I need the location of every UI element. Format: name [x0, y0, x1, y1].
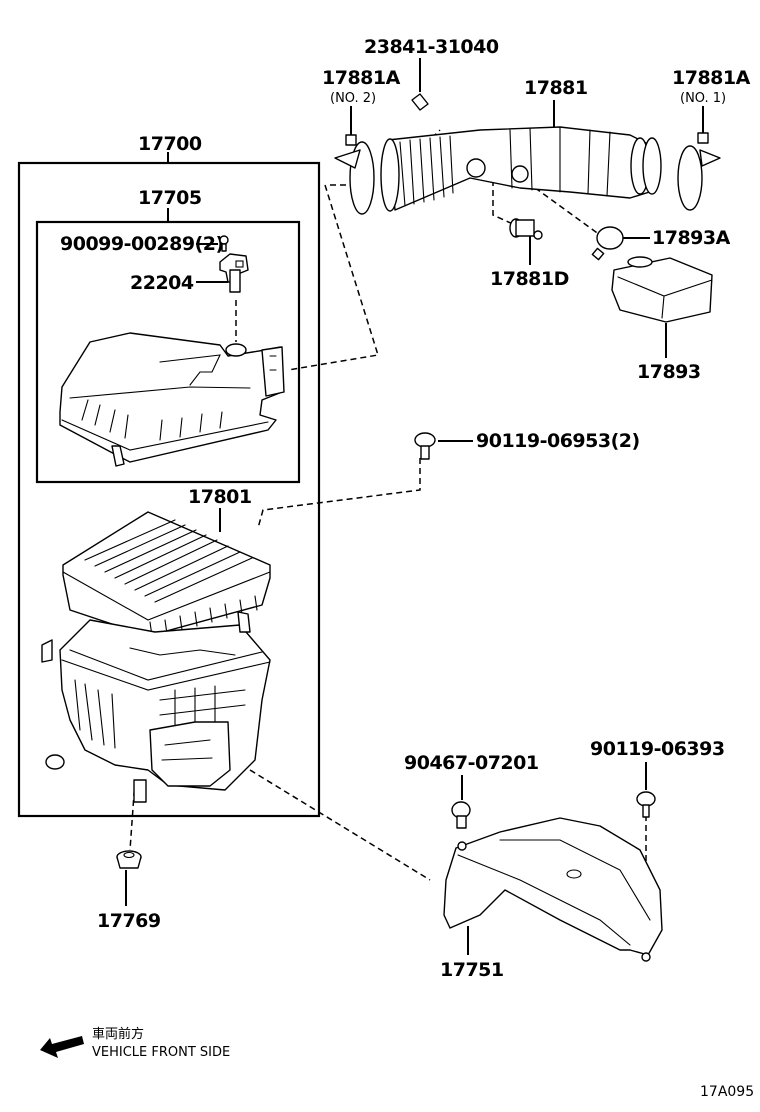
label-17700[interactable]: 17700	[138, 133, 202, 155]
sensor-22204[interactable]	[219, 253, 249, 293]
resonator-clamp[interactable]	[591, 226, 624, 261]
bolt-90119-06953[interactable]	[414, 432, 436, 460]
label-22204[interactable]: 22204	[130, 272, 194, 294]
bolt-90119-06393[interactable]	[636, 791, 656, 818]
screw-90099-00289[interactable]	[219, 235, 229, 252]
label-90467-07201[interactable]: 90467-07201	[404, 752, 539, 774]
bolt-90467-07201[interactable]	[451, 801, 471, 829]
label-17881A-no1-sub: (NO. 1)	[680, 91, 726, 106]
label-90119-06953[interactable]: 90119-06953(2)	[476, 430, 640, 452]
label-17881A-no1[interactable]: 17881A	[672, 67, 751, 89]
label-17801[interactable]: 17801	[188, 486, 252, 508]
leader-lines	[125, 58, 704, 955]
label-17893A[interactable]: 17893A	[652, 227, 731, 249]
label-17751[interactable]: 17751	[440, 959, 504, 981]
air-cleaner-case[interactable]	[41, 611, 271, 803]
label-17881A-no2-sub: (NO. 2)	[330, 91, 376, 106]
hose-clamp-no2[interactable]	[334, 134, 375, 215]
figure-reference: 17A095	[700, 1084, 754, 1100]
air-filter-element[interactable]	[62, 511, 271, 637]
label-17881A-no2[interactable]: 17881A	[322, 67, 401, 89]
clip-23841-31040[interactable]	[411, 93, 429, 111]
intake-hose[interactable]	[380, 126, 662, 212]
label-90099-00289[interactable]: 90099-00289(2)	[60, 233, 224, 255]
label-17769[interactable]: 17769	[97, 910, 161, 932]
label-17881D[interactable]: 17881D	[490, 268, 569, 290]
label-17705[interactable]: 17705	[138, 187, 202, 209]
resonator-17893[interactable]	[611, 256, 713, 323]
arrow-front-left-icon	[40, 1036, 84, 1058]
front-note-jp: 車両前方	[92, 1026, 144, 1042]
inlet-duct-17751[interactable]	[443, 817, 663, 962]
hose-fitting-17881D[interactable]	[509, 218, 543, 240]
label-23841-31040[interactable]: 23841-31040	[364, 36, 499, 58]
grommet-17769[interactable]	[116, 850, 142, 869]
air-cleaner-cap[interactable]	[59, 332, 285, 467]
vehicle-front-note: 車両前方 VEHICLE FRONT SIDE	[40, 1026, 230, 1060]
hose-clamp-no1[interactable]	[677, 132, 721, 211]
label-90119-06393[interactable]: 90119-06393	[590, 738, 725, 760]
label-17881[interactable]: 17881	[524, 77, 588, 99]
label-17893[interactable]: 17893	[637, 361, 701, 383]
front-note-en: VEHICLE FRONT SIDE	[92, 1045, 230, 1060]
